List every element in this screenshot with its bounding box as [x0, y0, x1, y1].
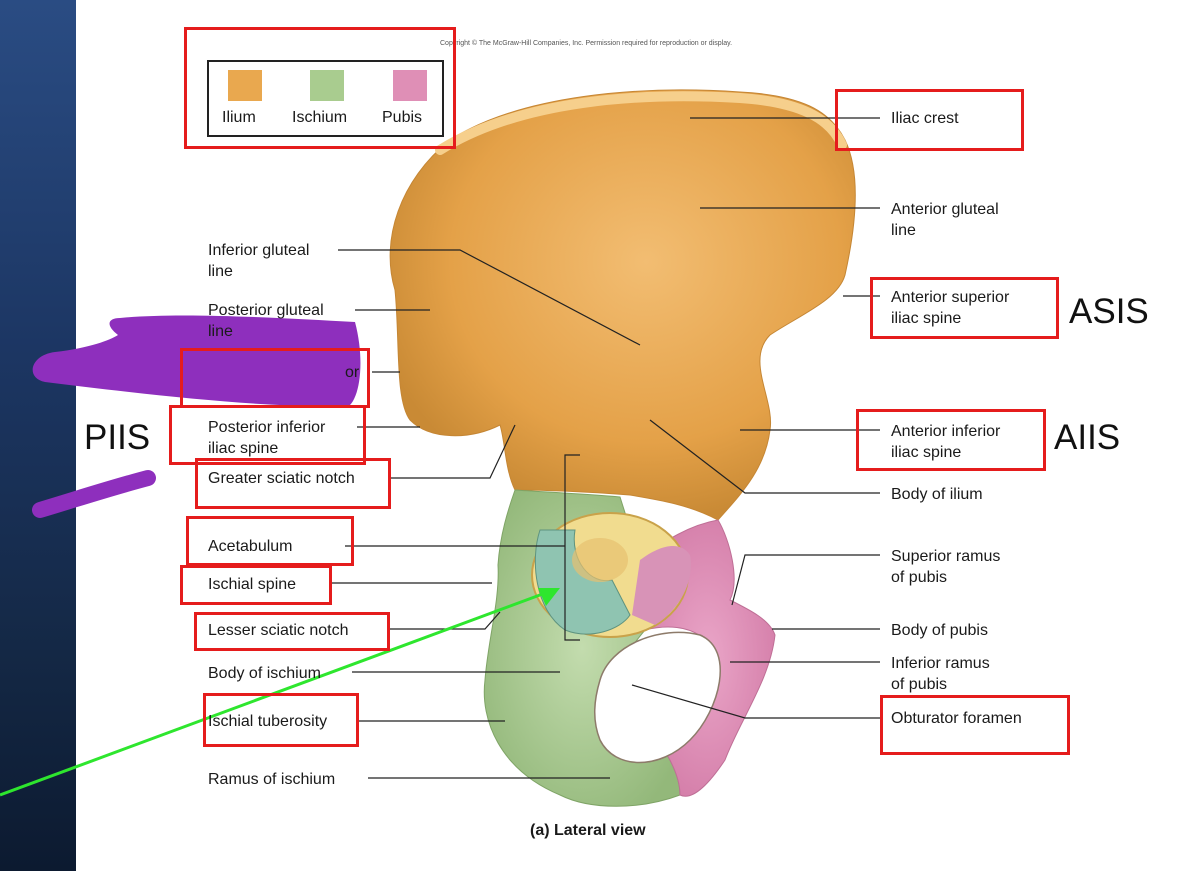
label-inferior-ramus-1: Inferior ramus [891, 655, 990, 672]
ilium-region [389, 89, 856, 521]
label-anterior-gluteal-line-2: line [891, 222, 916, 239]
label-body-of-ilium: Body of ilium [891, 486, 983, 503]
leader-lesser-sciatic-notch [387, 611, 501, 630]
acetabulum-lunate-pubic [632, 545, 691, 625]
label-greater-sciatic-notch: Greater sciatic notch [208, 470, 355, 487]
label-piis-1: Posterior inferior [208, 419, 326, 436]
highlight-box-asis [870, 277, 1059, 339]
annotation-asis: ASIS [1069, 292, 1149, 331]
highlight-box-obturator-foramen [880, 695, 1070, 755]
slide-sidebar [0, 0, 76, 871]
label-ramus-of-ischium: Ramus of ischium [208, 771, 336, 788]
legend-swatch-ilium [228, 70, 262, 101]
annotation-aiis: AIIS [1054, 418, 1121, 457]
label-aiis-2: iliac spine [891, 444, 962, 461]
legend-label-ischium: Ischium [292, 109, 348, 126]
highlight-box-legend [184, 27, 456, 149]
scribble-stroke-1 [32, 315, 361, 406]
label-iliac-crest: Iliac crest [891, 110, 959, 127]
label-body-of-ischium: Body of ischium [208, 665, 321, 682]
label-superior-ramus-1: Superior ramus [891, 548, 1001, 565]
acetabular-fossa [572, 538, 628, 582]
legend-swatch-ischium [310, 70, 344, 101]
figure-caption: (a) Lateral view [530, 822, 646, 839]
label-inferior-gluteal-1: Inferior gluteal [208, 242, 310, 259]
leader-acetabulum-bracket [564, 454, 580, 641]
label-psis-partial: or [345, 364, 360, 381]
leader-greater-sciatic-notch [390, 424, 516, 479]
label-body-of-pubis: Body of pubis [891, 622, 988, 639]
label-acetabulum: Acetabulum [208, 538, 293, 555]
label-ischial-tuberosity: Ischial tuberosity [208, 713, 328, 730]
label-posterior-gluteal-2: line [208, 323, 233, 340]
iliac-crest-rim [435, 91, 847, 155]
label-superior-ramus-2: of pubis [891, 569, 948, 586]
highlight-box-piis [169, 405, 366, 465]
label-asis-2: iliac spine [891, 310, 962, 327]
annotation-piis: PIIS [84, 418, 151, 457]
purple-scribble [32, 315, 361, 518]
label-posterior-gluteal-1: Posterior gluteal [208, 302, 324, 319]
label-lesser-sciatic-notch: Lesser sciatic notch [208, 622, 349, 639]
highlight-box-ischial-spine [180, 565, 332, 605]
highlight-box-psis [180, 348, 370, 408]
legend-label-ilium: Ilium [222, 109, 256, 126]
highlight-box-iliac-crest [835, 89, 1024, 151]
label-aiis-1: Anterior inferior [891, 423, 1001, 440]
label-asis-1: Anterior superior [891, 289, 1010, 306]
highlight-box-greater-sciatic-notch [195, 458, 391, 509]
label-obturator-foramen: Obturator foramen [891, 710, 1022, 727]
legend-swatch-pubis [393, 70, 427, 101]
label-piis-2: iliac spine [208, 440, 279, 457]
label-ischial-spine: Ischial spine [208, 576, 297, 593]
leader-obturator-foramen [631, 684, 880, 719]
leader-superior-ramus-of-pubis [731, 554, 880, 606]
obturator-foramen-hole [594, 631, 721, 764]
scribble-stroke-2 [32, 470, 156, 518]
highlight-box-aiis [856, 409, 1046, 471]
label-anterior-gluteal-line-1: Anterior gluteal [891, 201, 999, 218]
leader-lines [330, 117, 880, 779]
copyright-notice: Copyright © The McGraw-Hill Companies, I… [440, 40, 733, 47]
label-inferior-gluteal-2: line [208, 263, 233, 280]
legend-frame [207, 60, 444, 137]
highlight-box-ischial-tuberosity [203, 693, 359, 747]
leader-body-of-ilium [649, 419, 880, 494]
highlight-box-acetabulum [186, 516, 354, 566]
legend-label-pubis: Pubis [382, 109, 423, 126]
label-inferior-ramus-2: of pubis [891, 676, 948, 693]
highlight-box-lesser-sciatic-notch [194, 612, 390, 651]
leader-inferior-gluteal-line [338, 249, 641, 346]
